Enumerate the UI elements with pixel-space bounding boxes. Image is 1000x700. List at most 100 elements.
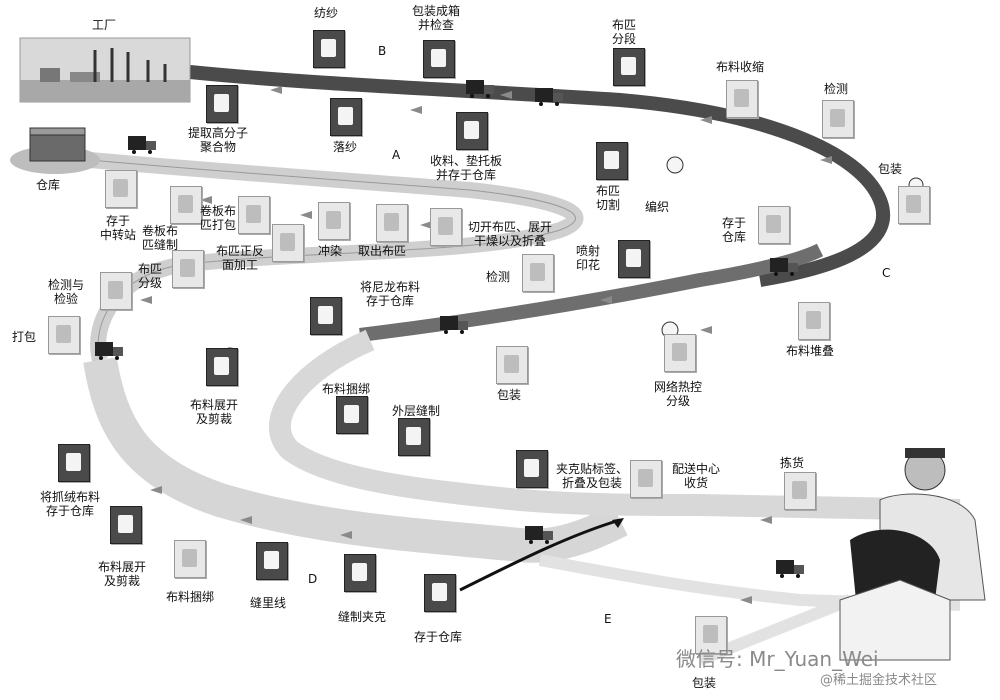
road-route-b: [189, 65, 890, 287]
label-fabric-reverse: 布匹正反面加工: [216, 244, 265, 272]
route-letter-e: E: [604, 612, 612, 626]
label-fabric-cut: 布匹切割: [596, 184, 621, 212]
label-fabric-section: 布匹分段: [612, 18, 637, 46]
truck-icon: [525, 526, 553, 544]
label-bundle-1: 布料捆绑: [322, 382, 371, 396]
sew-lining-icon: [256, 542, 288, 580]
dyeing-icon: [318, 202, 350, 240]
transfer-station-icon: [105, 170, 137, 208]
label-store-right: 存于仓库: [722, 216, 747, 244]
label-pack-mid: 包装: [497, 388, 522, 402]
label-nylon-store: 将尼龙布料存于仓库: [360, 280, 421, 308]
store-bottom-icon: [424, 574, 456, 612]
label-unfold-cut-2: 布料展开及剪裁: [98, 560, 147, 588]
fabric-cut-icon: [596, 142, 628, 180]
label-unfold-cut-1: 布料展开及剪裁: [190, 398, 239, 426]
fabric-shrink-icon: [726, 80, 758, 118]
packing-box-icon: [423, 40, 455, 78]
spinning-icon: [313, 30, 345, 68]
label-spray-print: 喷射印花: [576, 244, 601, 272]
outer-sew-icon: [398, 418, 430, 456]
label-roll-sew: 卷板布匹缝制: [142, 224, 179, 252]
label-bundle-2: 布料捆绑: [166, 590, 215, 604]
label-pack-left: 打包: [12, 330, 37, 344]
route-letter-d: D: [308, 572, 318, 586]
label-inspect-mid: 检测: [486, 270, 511, 284]
truck-icon: [95, 342, 123, 360]
packing-bottom-icon: [695, 616, 727, 654]
inspect-check-icon: [100, 272, 132, 310]
inspect-desk-icon: [822, 100, 854, 138]
unfold-cut-icon: [206, 348, 238, 386]
route-letter-b: B: [378, 44, 387, 58]
label-dc-receive: 配送中心收货: [672, 462, 721, 490]
delivery-arrow: [459, 518, 621, 592]
polymer-icon: [206, 85, 238, 123]
label-extract-polymer: 提取高分子聚合物: [188, 126, 249, 154]
nylon-store-icon: [310, 297, 342, 335]
label-receive-pallet: 收料、垫托板并存于仓库: [430, 154, 503, 182]
watermark-main: 微信号: Mr_Yuan_Wei: [676, 647, 879, 671]
label-dyeing: 冲染: [318, 244, 343, 258]
fabric-stack-icon: [798, 302, 830, 340]
route-letter-a: A: [392, 148, 401, 162]
truck-icon: [440, 316, 468, 334]
route-letter-c: C: [882, 266, 891, 280]
heat-grade-icon: [664, 334, 696, 372]
label-inspect-check: 检测与检验: [48, 278, 85, 306]
label-take-fabric: 取出布匹: [358, 244, 407, 258]
label-fabric-grade: 布匹分级: [138, 262, 163, 290]
label-jacket-label: 夹克贴标签、折叠及包装: [556, 462, 629, 490]
label-picking: 拣货: [780, 456, 805, 470]
roll-pack-icon: [238, 196, 270, 234]
spray-print-icon: [618, 240, 650, 278]
dc-receive-icon: [630, 460, 662, 498]
label-packing-right: 包装: [878, 162, 903, 176]
label-fabric-stack: 布料堆叠: [786, 344, 835, 358]
truck-icon: [466, 80, 494, 98]
jacket-label-icon: [516, 450, 548, 488]
store-right-icon: [758, 206, 790, 244]
sew-jacket-icon: [344, 554, 376, 592]
label-outer-sew: 外层缝制: [392, 404, 441, 418]
fabric-grade-icon: [172, 250, 204, 288]
packing-right-icon: [898, 186, 930, 224]
delivery-worker-illustration: [839, 448, 986, 661]
cut-unroll-icon: [430, 208, 462, 246]
label-spinning: 纺纱: [314, 6, 339, 20]
label-doffing: 落纱: [333, 140, 358, 154]
label-cut-unroll: 切开布匹、展开干燥以及折叠: [468, 220, 553, 248]
label-store-bottom: 存于仓库: [414, 630, 463, 644]
truck-icon: [776, 560, 804, 578]
watermark-sub: @稀土掘金技术社区: [820, 673, 938, 688]
warehouse-building: [10, 127, 100, 174]
unfold-cut-2-icon: [110, 506, 142, 544]
truck-icon: [128, 136, 156, 154]
inspect-mid-icon: [522, 254, 554, 292]
label-heat-grade: 网络热控分级: [654, 380, 703, 408]
pack-left-icon: [48, 316, 80, 354]
label-store-transfer: 存于中转站: [100, 214, 137, 242]
bundle-icon: [336, 396, 368, 434]
bundle-2-icon: [174, 540, 206, 578]
truck-icon: [770, 258, 798, 276]
fabric-section-icon: [613, 48, 645, 86]
roll-sew-icon: [170, 186, 202, 224]
label-packing-bottom: 包装: [692, 676, 717, 690]
label-factory: 工厂: [92, 18, 117, 32]
pallet-icon: [456, 112, 488, 150]
doffing-icon: [330, 98, 362, 136]
label-sew-lining: 缝里线: [250, 596, 287, 610]
road-route-d-inner: [268, 329, 961, 521]
label-fabric-shrink: 布料收缩: [716, 60, 765, 74]
label-sew-jacket: 缝制夹克: [338, 610, 387, 624]
factory-skyline: [19, 37, 191, 103]
fleece-store-icon: [58, 444, 90, 482]
label-inspect-top: 检测: [824, 82, 849, 96]
road-route-e: [538, 554, 961, 611]
label-roll-pack: 卷板布匹打包: [200, 204, 237, 232]
label-warehouse: 仓库: [36, 178, 61, 192]
fabric-reverse-icon: [272, 224, 304, 262]
